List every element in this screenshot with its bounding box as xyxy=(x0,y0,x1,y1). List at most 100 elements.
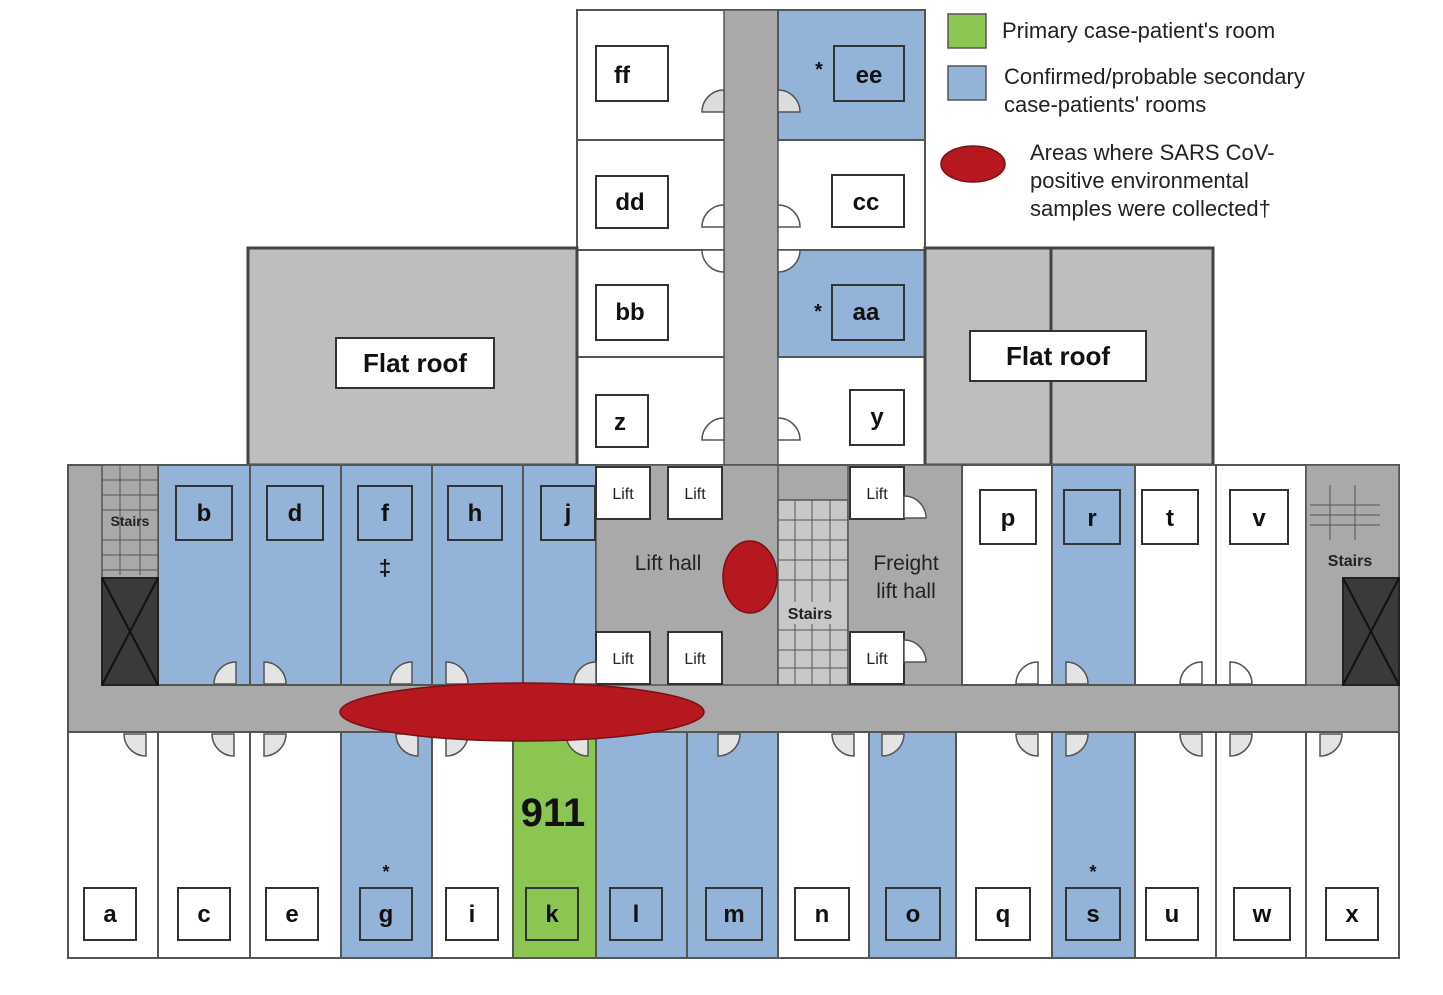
asterisk-marker: * xyxy=(815,59,823,81)
env-sample-corridor-area xyxy=(339,682,705,742)
room-aa: aa * xyxy=(814,284,905,341)
asterisk-marker: * xyxy=(1089,862,1096,882)
north-corridor xyxy=(723,9,779,466)
room-d: d xyxy=(266,485,324,541)
svg-text:v: v xyxy=(1252,505,1266,532)
svg-text:t: t xyxy=(1166,505,1174,532)
svg-text:Confirmed/probable secondary: Confirmed/probable secondary xyxy=(1004,64,1305,89)
svg-text:o: o xyxy=(906,901,921,928)
flat-roof-left-area: Flat roof xyxy=(246,246,579,467)
flat-roof-label: Flat roof xyxy=(1006,341,1110,371)
svg-text:i: i xyxy=(469,901,476,928)
room-h: h xyxy=(447,485,503,541)
legend-env-swatch xyxy=(940,145,1006,183)
svg-text:d: d xyxy=(288,500,303,527)
asterisk-marker: * xyxy=(814,301,822,323)
room-q: q xyxy=(975,887,1031,941)
room-r: r xyxy=(1063,489,1121,545)
svg-text:case-patients' rooms: case-patients' rooms xyxy=(1004,92,1206,117)
svg-text:x: x xyxy=(1345,901,1359,928)
north-wing: ff ee * dd cc bb aa * z y xyxy=(576,9,926,466)
stairs-left: Stairs xyxy=(101,464,159,686)
svg-text:Lift: Lift xyxy=(684,651,706,668)
svg-text:samples were collected†: samples were collected† xyxy=(1030,196,1271,221)
double-dagger-marker: ‡ xyxy=(379,555,391,580)
svg-text:positive environmental: positive environmental xyxy=(1030,168,1249,193)
env-sample-lift-hall-area xyxy=(722,540,778,614)
room-y: y xyxy=(849,389,905,446)
svg-text:Lift: Lift xyxy=(866,651,888,668)
room-911-label: 911 xyxy=(521,791,586,835)
svg-text:Stairs: Stairs xyxy=(1328,553,1373,570)
svg-text:f: f xyxy=(381,500,390,527)
room-k: 911 k xyxy=(521,791,586,941)
room-f: f ‡ xyxy=(357,485,413,580)
room-z: z xyxy=(595,394,649,448)
svg-text:Lift: Lift xyxy=(612,486,634,503)
room-b: b xyxy=(175,485,233,541)
svg-text:y: y xyxy=(870,404,884,431)
flat-roof-right-area: Flat roof xyxy=(923,246,1215,467)
svg-text:dd: dd xyxy=(615,189,644,216)
svg-text:u: u xyxy=(1165,901,1180,928)
svg-text:Stairs: Stairs xyxy=(111,513,150,529)
svg-text:k: k xyxy=(545,901,559,928)
room-s: * s xyxy=(1065,862,1121,941)
room-a: a xyxy=(83,887,137,941)
svg-text:Lift: Lift xyxy=(866,486,888,503)
svg-text:j: j xyxy=(564,500,572,527)
lift-hall: Lift Lift Lift Lift Lift hall xyxy=(595,464,779,686)
svg-text:ee: ee xyxy=(856,62,883,89)
svg-text:c: c xyxy=(197,901,210,928)
stairs-center: Stairs xyxy=(777,499,849,686)
legend-secondary-swatch xyxy=(947,65,987,101)
svg-text:n: n xyxy=(815,901,830,928)
svg-text:z: z xyxy=(614,409,626,436)
svg-text:g: g xyxy=(379,901,394,928)
svg-text:r: r xyxy=(1087,505,1096,532)
room-c: c xyxy=(177,887,231,941)
stairs-right: Stairs xyxy=(1305,464,1400,686)
svg-text:lift hall: lift hall xyxy=(876,580,936,603)
svg-text:Stairs: Stairs xyxy=(788,606,833,623)
svg-text:p: p xyxy=(1001,505,1016,532)
svg-text:cc: cc xyxy=(853,189,880,216)
room-p: p xyxy=(979,489,1037,545)
room-u: u xyxy=(1145,887,1199,941)
room-v: v xyxy=(1229,489,1289,545)
svg-text:Lift: Lift xyxy=(612,651,634,668)
room-i: i xyxy=(445,887,499,941)
room-j: j xyxy=(540,485,596,541)
freight-lift-hall: Lift Lift Freight lift hall xyxy=(847,464,963,686)
svg-text:Lift: Lift xyxy=(684,486,706,503)
room-w: w xyxy=(1233,887,1291,941)
upper-doors xyxy=(213,661,1253,685)
svg-text:Areas where SARS CoV-: Areas where SARS CoV- xyxy=(1030,140,1275,165)
svg-text:l: l xyxy=(633,901,640,928)
legend: Primary case-patient's room Confirmed/pr… xyxy=(940,13,1305,221)
svg-text:aa: aa xyxy=(853,299,880,326)
svg-text:b: b xyxy=(197,500,212,527)
legend-primary-swatch xyxy=(947,13,987,49)
svg-text:s: s xyxy=(1086,901,1099,928)
room-cc: cc xyxy=(831,174,905,228)
room-bb: bb xyxy=(595,284,669,341)
room-o: o xyxy=(885,887,941,941)
svg-text:a: a xyxy=(103,901,117,928)
svg-text:e: e xyxy=(285,901,298,928)
svg-text:w: w xyxy=(1252,901,1272,928)
legend-primary-text: Primary case-patient's room xyxy=(1002,18,1275,43)
svg-text:bb: bb xyxy=(615,299,644,326)
room-e: e xyxy=(265,887,319,941)
svg-text:Freight: Freight xyxy=(873,552,939,575)
flat-roof-label: Flat roof xyxy=(363,348,467,378)
svg-text:ff: ff xyxy=(614,62,631,89)
svg-text:h: h xyxy=(468,500,483,527)
room-ff: ff xyxy=(595,45,669,102)
svg-text:q: q xyxy=(996,901,1011,928)
room-t: t xyxy=(1141,489,1199,545)
room-dd: dd xyxy=(595,175,669,229)
upper-rooms-right xyxy=(961,464,1307,686)
room-ee: ee * xyxy=(815,45,905,102)
